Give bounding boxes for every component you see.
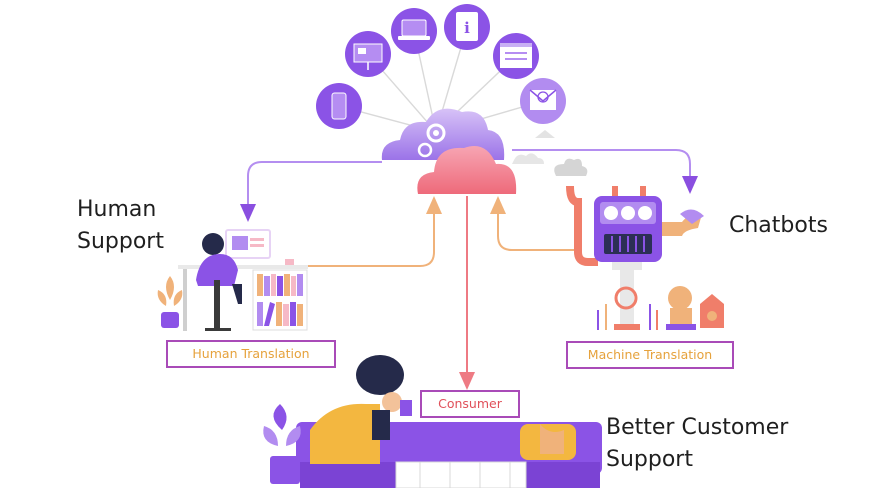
- small-gray-cloud: [512, 153, 544, 164]
- arrow-human-translation-to-cloud: [300, 196, 442, 267]
- consumer-box: Consumer: [420, 390, 520, 418]
- human-translation-box: Human Translation: [166, 340, 336, 368]
- arrow-to-human-support: [240, 161, 382, 222]
- presentation-board-icon: [345, 31, 391, 77]
- better-support-line-2: Support: [606, 447, 693, 472]
- laptop-icon: [391, 8, 437, 54]
- arrow-to-chatbots: [512, 149, 698, 194]
- web-page-icon: [493, 33, 539, 79]
- central-cloud: [417, 146, 517, 194]
- human-support-line-2: Support: [77, 229, 164, 254]
- human-support-line-1: Human: [77, 197, 157, 222]
- consumer-illustration: [263, 355, 602, 488]
- chatbots-label: Chatbots: [729, 213, 828, 238]
- arrow-machine-translation-to-cloud: [490, 196, 575, 251]
- email-icon: [520, 78, 566, 124]
- svg-text:i: i: [464, 19, 470, 37]
- human-support-label: Human Support: [77, 194, 164, 258]
- human-support-illustration: [157, 229, 308, 331]
- better-customer-support-label: Better Customer Support: [606, 412, 788, 476]
- chatbot-robot-illustration: [554, 158, 724, 330]
- info-document-icon: i: [444, 4, 490, 50]
- small-gray-cloud: [535, 130, 555, 138]
- better-support-line-1: Better Customer: [606, 415, 789, 440]
- machine-translation-box: Machine Translation: [566, 341, 734, 369]
- phone-icon: [316, 83, 362, 129]
